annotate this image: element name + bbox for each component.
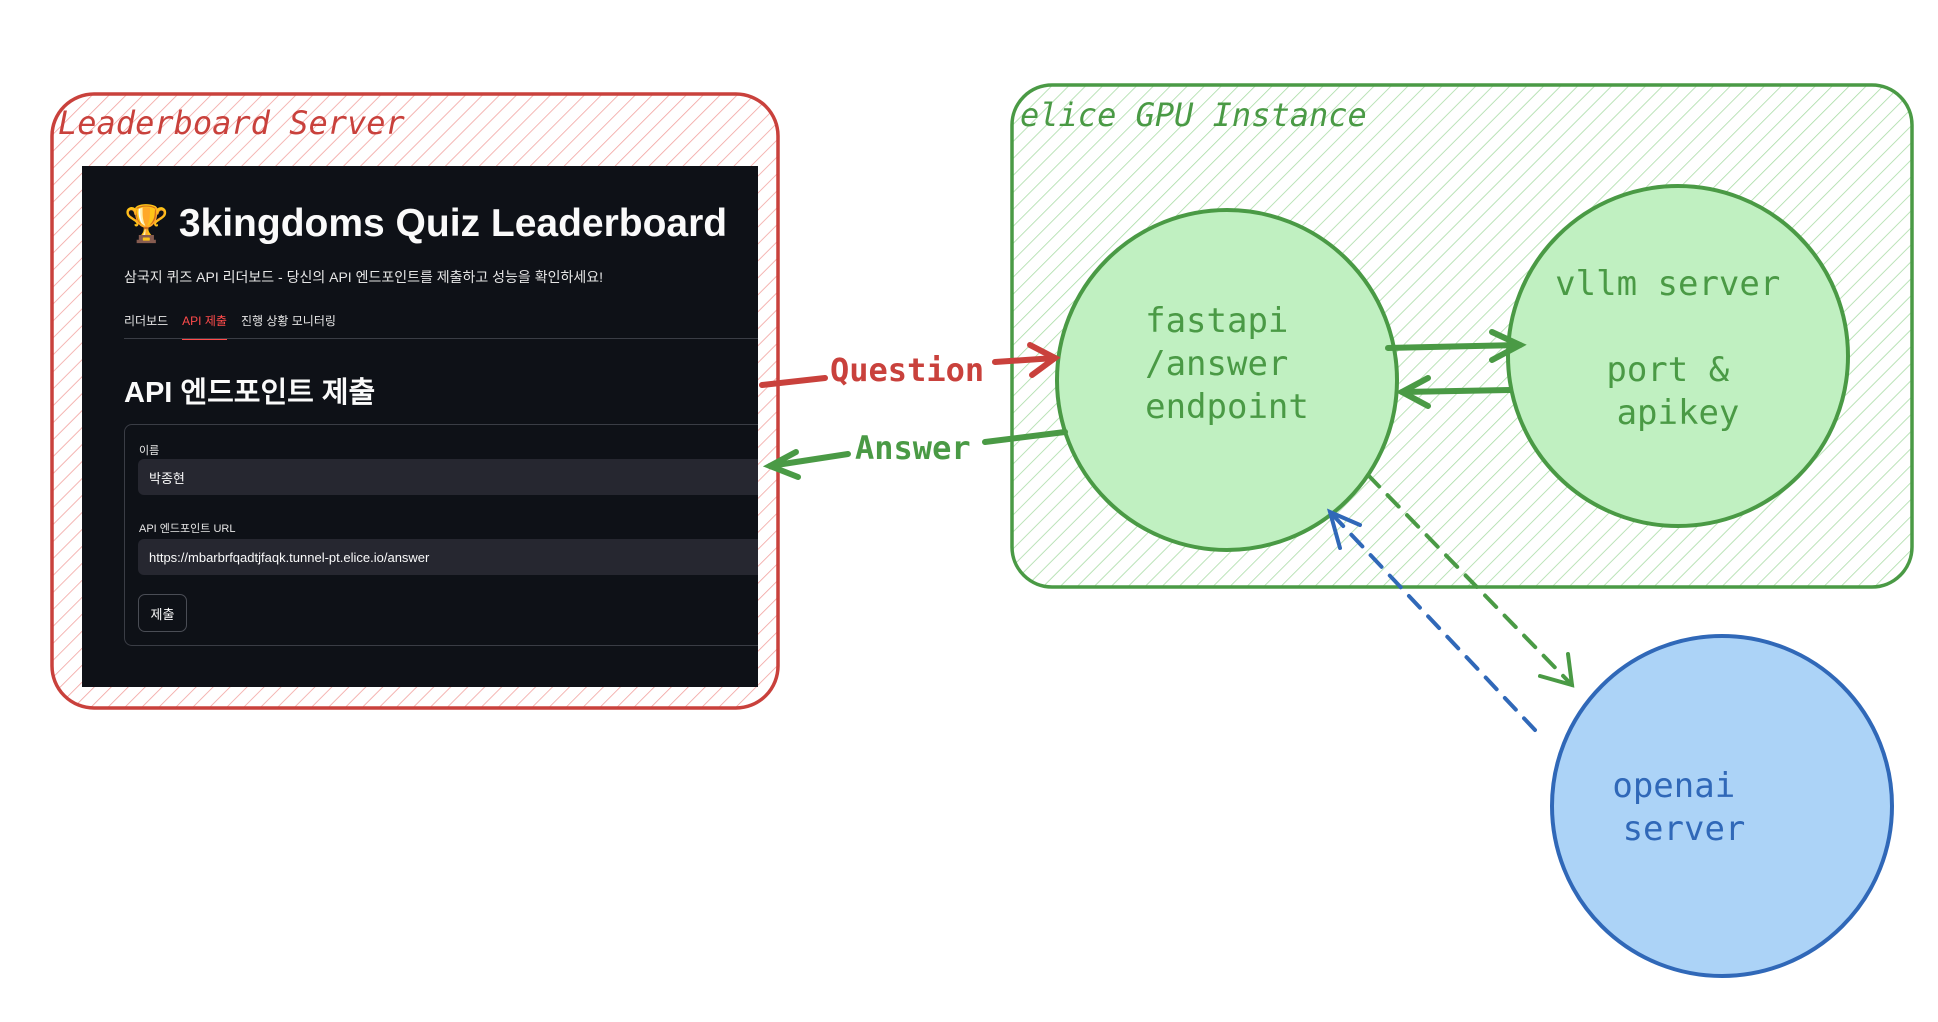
tab-api-submit[interactable]: API 제출 bbox=[182, 312, 227, 340]
leaderboard-app-screenshot: 🏆 3kingdoms Quiz Leaderboard 삼국지 퀴즈 API … bbox=[82, 166, 758, 687]
leaderboard-server-label: Leaderboard Server bbox=[58, 104, 406, 142]
submit-form: 이름 API 엔드포인트 URL 제출 bbox=[124, 424, 758, 646]
openai-to-fastapi-arrow bbox=[1328, 510, 1537, 732]
page-title: 🏆 3kingdoms Quiz Leaderboard bbox=[124, 202, 727, 246]
fastapi-node bbox=[1055, 208, 1399, 552]
question-arrow bbox=[759, 342, 1061, 388]
vllm-to-fastapi-arrow bbox=[1395, 375, 1513, 409]
fastapi-to-openai-arrow bbox=[1366, 473, 1574, 687]
tab-leaderboard[interactable]: 리더보드 bbox=[124, 314, 169, 328]
page-title-text: 3kingdoms Quiz Leaderboard bbox=[178, 202, 728, 245]
name-field-label: 이름 bbox=[139, 445, 160, 457]
fastapi-node-label: fastapi /answer endpoint bbox=[1145, 301, 1309, 427]
fastapi-to-vllm-arrow bbox=[1385, 329, 1527, 363]
tab-bar: 리더보드 API 제출 진행 상황 모니터링 bbox=[124, 312, 336, 340]
trophy-icon: 🏆 bbox=[124, 203, 169, 244]
url-field[interactable] bbox=[138, 539, 758, 575]
fastapi-to-openai-arrowhead bbox=[1538, 652, 1575, 688]
tab-progress-monitoring[interactable]: 진행 상황 모니터링 bbox=[240, 314, 336, 328]
tab-divider bbox=[124, 338, 758, 339]
openai-to-fastapi-arrowhead bbox=[1326, 508, 1362, 550]
submit-button[interactable]: 제출 bbox=[138, 594, 187, 632]
gpu-instance-label: elice GPU Instance bbox=[1020, 96, 1367, 134]
page-subtitle: 삼국지 퀴즈 API 리더보드 - 당신의 API 엔드포인트를 제출하고 성능… bbox=[124, 269, 603, 285]
name-field[interactable] bbox=[138, 459, 758, 495]
section-heading: API 엔드포인트 제출 bbox=[124, 377, 376, 409]
answer-arrow bbox=[762, 429, 1068, 480]
url-field-label: API 엔드포인트 URL bbox=[139, 523, 236, 535]
openai-node-label: openai server bbox=[1612, 766, 1755, 849]
vllm-node bbox=[1506, 184, 1850, 528]
question-label: Question bbox=[830, 351, 984, 389]
openai-node bbox=[1550, 634, 1894, 978]
vllm-node-label: vllm server port & apikey bbox=[1555, 264, 1801, 433]
answer-label: Answer bbox=[855, 429, 971, 467]
